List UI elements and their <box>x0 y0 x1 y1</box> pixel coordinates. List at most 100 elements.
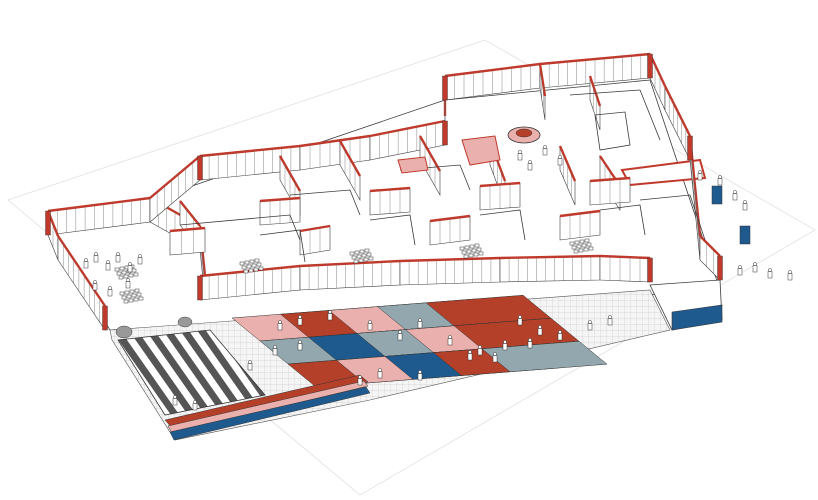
desk <box>569 241 575 246</box>
desk <box>359 249 365 254</box>
desk <box>349 251 355 256</box>
wall-cap <box>199 144 301 158</box>
person-head <box>738 265 742 269</box>
wall-cap <box>499 254 601 260</box>
person-head <box>558 330 562 334</box>
person-head <box>108 286 112 290</box>
desk <box>258 266 264 271</box>
person-head <box>418 370 422 374</box>
desk <box>256 262 262 267</box>
person-body <box>83 261 89 269</box>
desk <box>246 264 252 269</box>
people-figures <box>83 145 793 411</box>
person-body <box>377 371 383 379</box>
person-head <box>698 170 702 174</box>
desk <box>358 258 364 263</box>
wall-face <box>499 255 601 283</box>
building-walls <box>45 52 723 331</box>
person-head <box>418 318 422 322</box>
desk <box>473 252 479 257</box>
desk <box>466 249 472 254</box>
person-body <box>742 203 748 211</box>
wall-face <box>169 227 206 256</box>
person-body <box>127 265 133 273</box>
stair <box>397 135 501 174</box>
wall-column <box>102 305 108 331</box>
person-body <box>557 158 563 166</box>
desk <box>361 253 367 258</box>
desk <box>244 260 250 265</box>
desk <box>131 268 137 273</box>
person-body <box>125 281 131 289</box>
person-head <box>106 260 110 264</box>
wall-column <box>717 255 723 281</box>
person-head <box>788 270 792 274</box>
desk <box>248 268 254 273</box>
person-head <box>753 262 757 266</box>
person-body <box>417 373 423 381</box>
desk <box>586 242 592 247</box>
wall-cap <box>538 63 547 97</box>
person-body <box>467 353 473 361</box>
desk <box>123 299 129 304</box>
person-body <box>537 328 543 336</box>
desk <box>354 250 360 255</box>
wall-cap <box>47 196 151 213</box>
person-body <box>327 313 333 321</box>
desk <box>356 254 362 259</box>
person-body <box>542 148 548 156</box>
person-head <box>193 400 197 404</box>
person-head <box>94 252 98 256</box>
desk <box>253 267 259 272</box>
person-body <box>447 338 453 346</box>
wall-cap <box>299 134 371 148</box>
wall-cap <box>399 256 501 263</box>
person-body <box>492 355 498 363</box>
desk <box>136 292 142 297</box>
person-body <box>587 323 593 331</box>
person-body <box>502 343 508 351</box>
person-body <box>192 403 198 411</box>
person-body <box>732 193 738 201</box>
person-body <box>397 333 403 341</box>
trees <box>115 316 193 339</box>
wall-column <box>442 120 448 146</box>
desk <box>118 275 124 280</box>
desk <box>126 294 132 299</box>
person-head <box>538 325 542 329</box>
person-head <box>733 190 737 194</box>
person-head <box>743 200 747 204</box>
person-body <box>697 173 703 181</box>
person-head <box>768 268 772 272</box>
desk <box>583 247 589 252</box>
wall-cap <box>599 254 651 260</box>
wall-cap <box>169 226 206 233</box>
desk <box>368 256 374 261</box>
person-body <box>787 273 793 281</box>
person-body <box>717 178 723 186</box>
desk <box>471 248 477 253</box>
wall-column <box>442 75 448 101</box>
person-body <box>527 163 533 171</box>
desk <box>239 261 245 266</box>
person-body <box>737 268 743 276</box>
desk <box>464 245 470 250</box>
wall-cap <box>57 235 106 307</box>
wall-cap <box>588 75 602 107</box>
desk <box>461 250 467 255</box>
desk <box>366 252 372 257</box>
person-head <box>718 175 722 179</box>
striped-crossing <box>117 329 266 416</box>
person-body <box>752 265 758 273</box>
person-body <box>172 398 178 406</box>
person-head <box>278 320 282 324</box>
person-body <box>277 323 283 331</box>
person-head <box>328 310 332 314</box>
desk <box>463 254 469 259</box>
desk <box>124 290 130 295</box>
desk <box>123 274 129 279</box>
wall-column <box>687 135 693 161</box>
desk <box>478 251 484 256</box>
wall-cap <box>299 224 331 233</box>
